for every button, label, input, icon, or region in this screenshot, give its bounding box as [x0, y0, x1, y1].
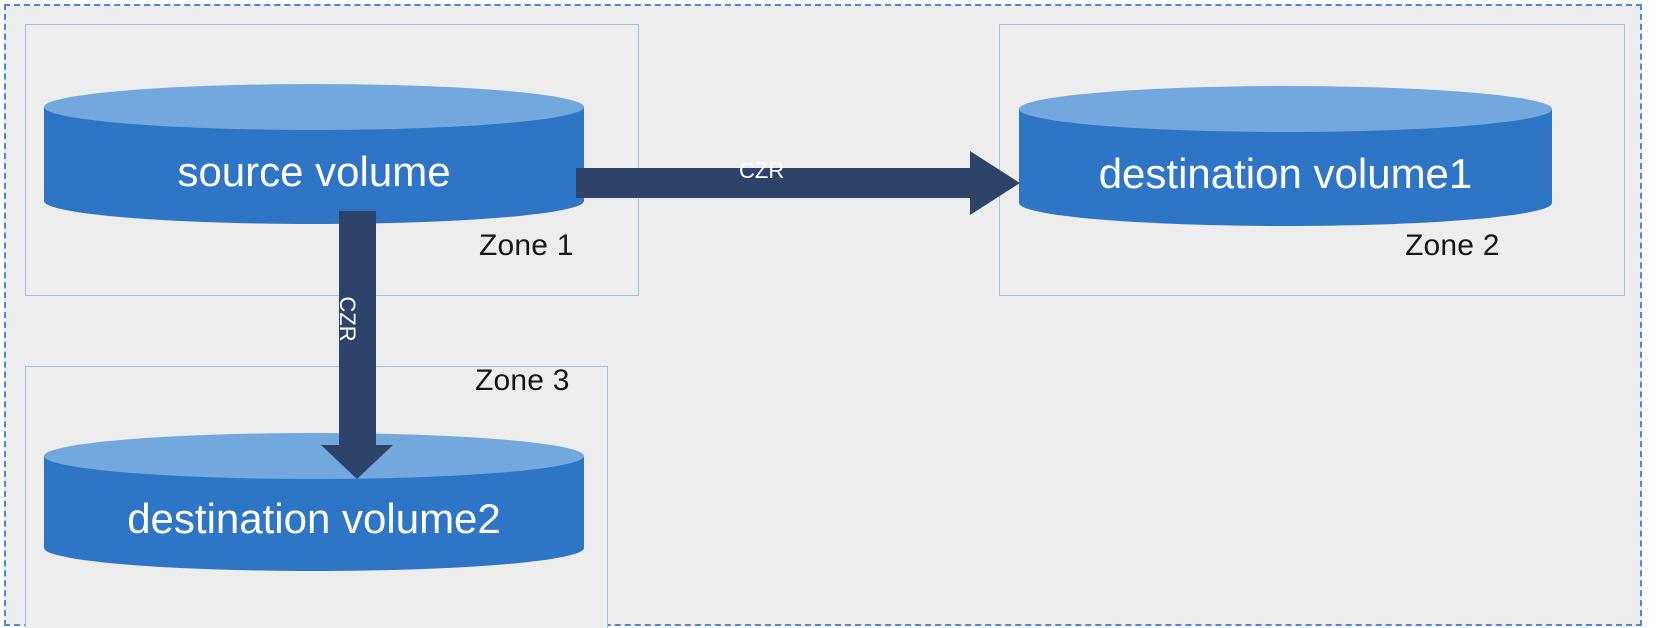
arrow-head-icon: [321, 445, 393, 479]
region-a-frame: Region A Zone 1 source volume Zone 2 des…: [4, 4, 1642, 628]
destination-volume1-cylinder[interactable]: destination volume1: [1019, 86, 1552, 226]
zone-2-label: Zone 2: [1405, 229, 1500, 262]
source-volume-cylinder[interactable]: source volume: [44, 84, 584, 224]
czr-label-horizontal: CZR: [739, 158, 785, 183]
arrow-shaft: [339, 211, 376, 449]
cylinder-top-ellipse: [1019, 86, 1552, 132]
zone-3-label: Zone 3: [475, 364, 570, 397]
destination-volume2-label: destination volume2: [127, 495, 501, 542]
czr-label-vertical: CZR: [335, 296, 360, 342]
destination-volume1-label: destination volume1: [1098, 150, 1473, 197]
source-volume-label: source volume: [177, 148, 451, 195]
czr-arrow-horizontal: [576, 151, 1020, 215]
destination-volume2-cylinder[interactable]: destination volume2: [44, 433, 584, 571]
czr-arrow-vertical: [321, 211, 393, 479]
cylinder-top-ellipse: [44, 84, 584, 130]
cylinder-top-ellipse: [44, 433, 584, 479]
zone-1-label: Zone 1: [479, 229, 574, 262]
arrow-head-icon: [970, 151, 1020, 215]
arrow-shaft: [576, 168, 976, 198]
